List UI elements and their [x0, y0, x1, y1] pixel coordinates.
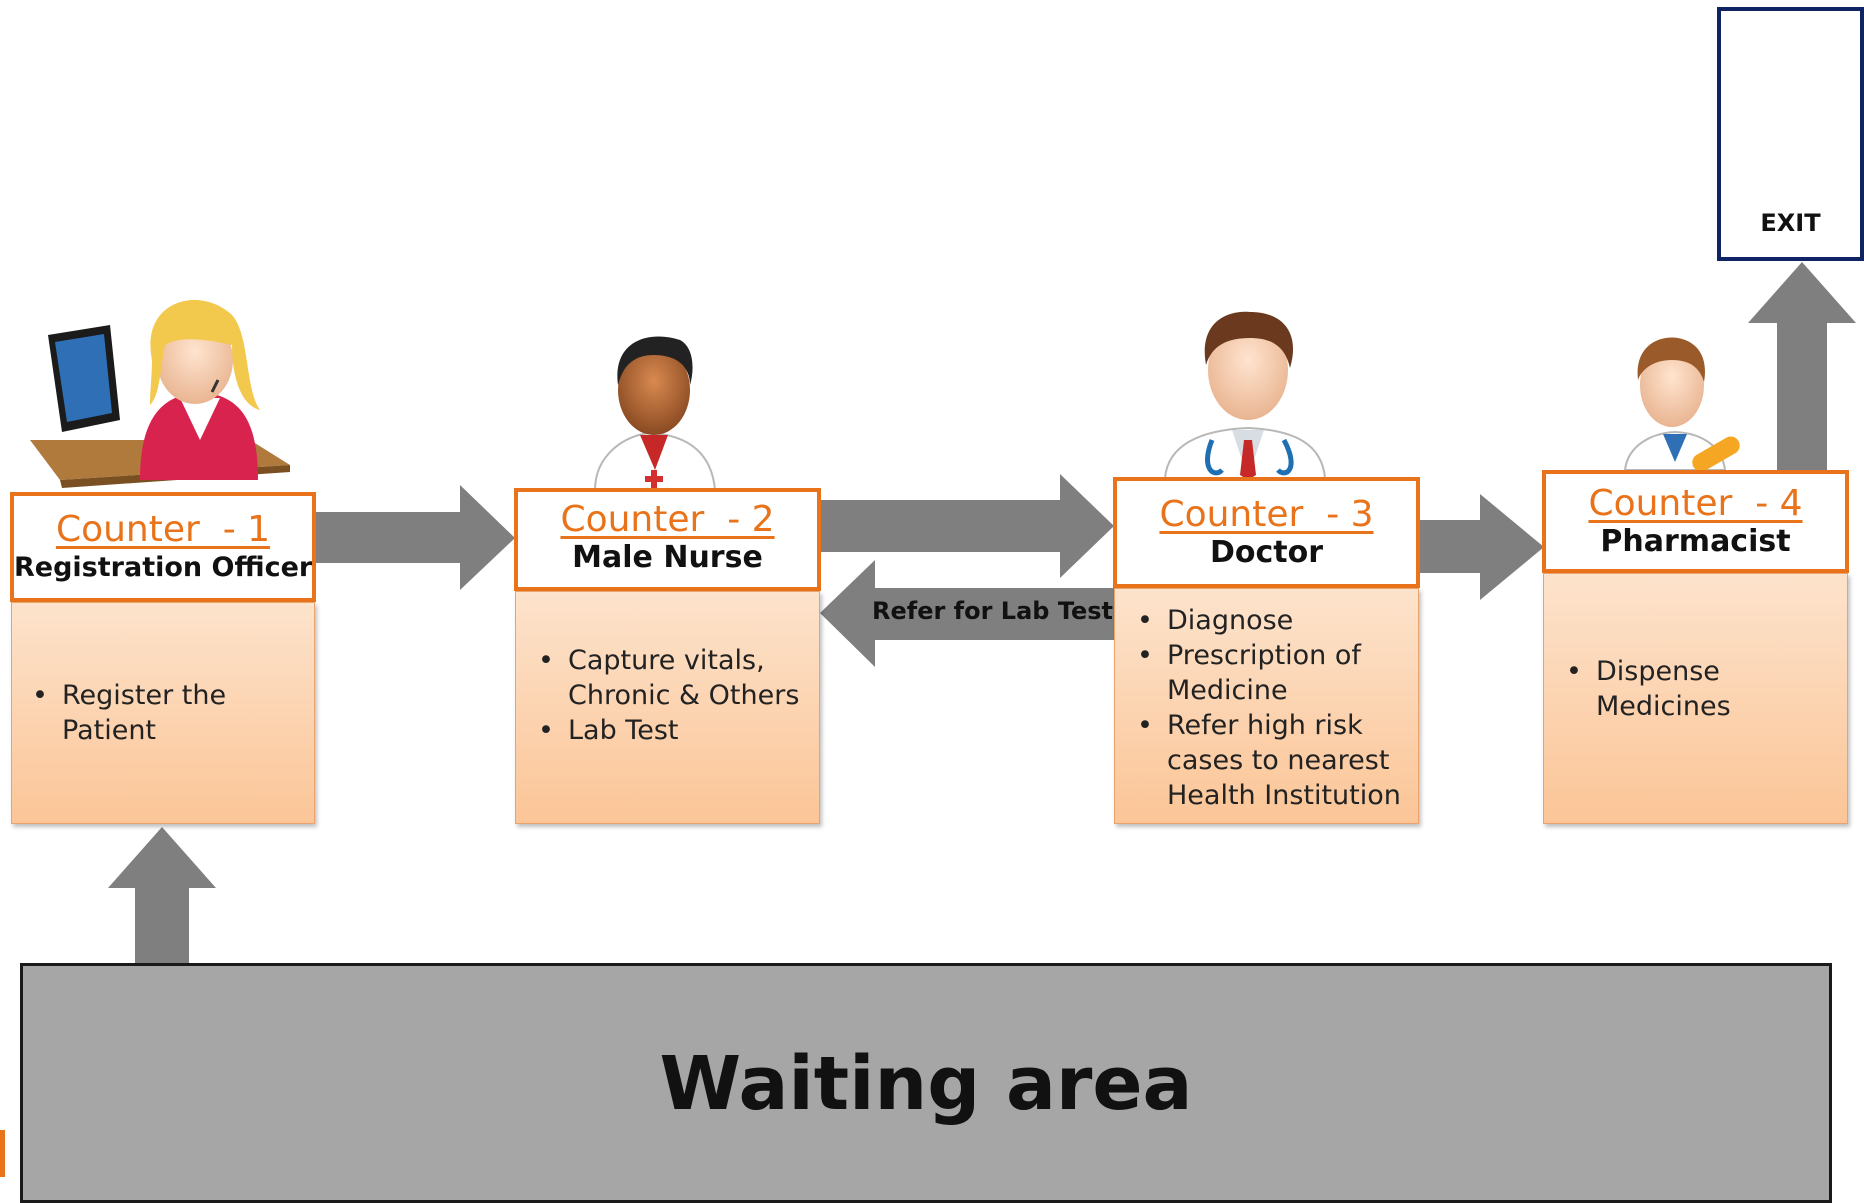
- task-item: Diagnose: [1137, 603, 1402, 638]
- pharmacist-icon: [1623, 337, 1740, 472]
- counter-4-tasks: Dispense Medicines: [1543, 573, 1848, 824]
- doctor-with-stethoscope-icon: [1163, 311, 1327, 480]
- counter-3-header: Counter - 3 Doctor: [1113, 477, 1420, 588]
- counter-2-role: Male Nurse: [572, 540, 763, 575]
- counter-3-tasks: Diagnose Prescription of Medicine Refer …: [1114, 588, 1419, 824]
- arrow-waiting-to-counter1: [108, 827, 216, 963]
- counter-1-task-list: Register the Patient: [12, 678, 252, 748]
- counter-4-header: Counter - 4 Pharmacist: [1542, 470, 1849, 573]
- receptionist-at-computer-icon: [30, 300, 290, 488]
- refer-lab-test-label: Refer for Lab Test: [872, 597, 1114, 625]
- task-item: Capture vitals, Chronic & Others: [538, 643, 808, 713]
- exit-label: EXIT: [1760, 209, 1821, 237]
- counter-3-title: Counter - 3: [1159, 494, 1374, 535]
- arrow-counter2-to-counter3: [820, 474, 1114, 578]
- counter-1-role: Registration Officer: [14, 552, 313, 583]
- counter-2-task-list: Capture vitals, Chronic & Others Lab Tes…: [516, 643, 808, 748]
- counter-1-header: Counter - 1 Registration Officer: [10, 492, 316, 602]
- counter-4-role: Pharmacist: [1600, 524, 1791, 559]
- task-item: Dispense Medicines: [1566, 654, 1756, 724]
- counter-2-title: Counter - 2: [560, 499, 775, 540]
- counter-2-header: Counter - 2 Male Nurse: [514, 488, 821, 591]
- arrow-counter3-to-counter4: [1418, 494, 1544, 600]
- male-nurse-icon: [593, 336, 717, 491]
- counter-1-title: Counter - 1: [55, 509, 271, 550]
- counter-3-task-list: Diagnose Prescription of Medicine Refer …: [1115, 603, 1402, 813]
- task-item: Register the Patient: [32, 678, 252, 748]
- task-item: Lab Test: [538, 713, 808, 748]
- counter-3-role: Doctor: [1209, 535, 1324, 570]
- arrow-counter1-to-counter2: [315, 485, 515, 590]
- counter-2-tasks: Capture vitals, Chronic & Others Lab Tes…: [515, 591, 820, 824]
- counter-1-tasks: Register the Patient: [11, 602, 315, 824]
- arrow-refer-lab-test: [820, 560, 1114, 667]
- waiting-area-label: Waiting area: [659, 1041, 1193, 1127]
- slide-edge-mark: [0, 1130, 5, 1177]
- arrow-counter4-to-exit: [1748, 262, 1856, 470]
- task-item: Refer high risk cases to nearest Health …: [1137, 708, 1402, 813]
- counter-4-title: Counter - 4: [1588, 483, 1803, 524]
- task-item: Prescription of Medicine: [1137, 638, 1377, 708]
- exit-box: EXIT: [1717, 7, 1864, 261]
- counter-4-task-list: Dispense Medicines: [1544, 654, 1756, 724]
- waiting-area: Waiting area: [20, 963, 1832, 1203]
